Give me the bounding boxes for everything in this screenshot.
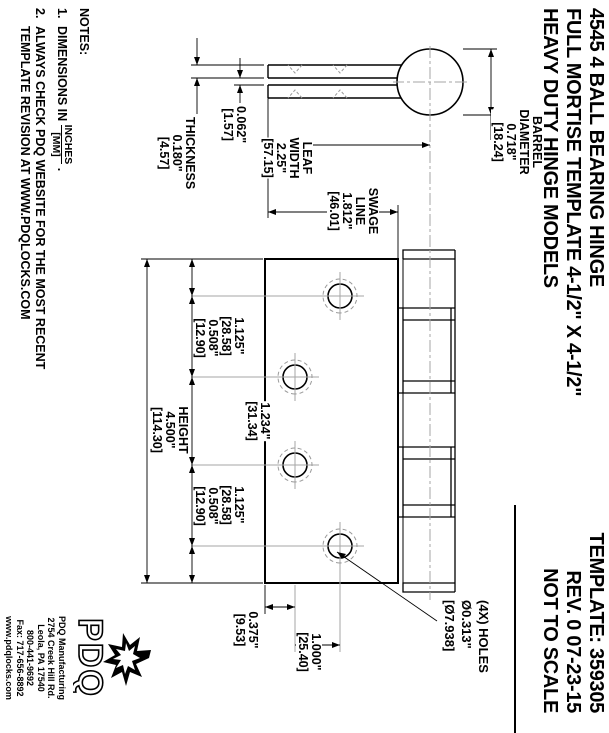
manufacturer-block: PDQ PDQ Manufacturing 2754 Creek Hill Rd… — [4, 584, 151, 732]
hinge-edge-view — [267, 48, 464, 116]
knuckle-strip — [398, 249, 456, 593]
notes-block: NOTES: 1.DIMENSIONS IN INCHES[MM] . 2.AL… — [17, 8, 91, 369]
dim-chain-1234: 1.234" [31.34] — [245, 401, 272, 441]
hole-center-horizontals — [294, 272, 341, 652]
note-2-line-1: 2.ALWAYS CHECK PDQ WEBSITE FOR THE MOST … — [33, 8, 47, 370]
countersink-circles — [277, 278, 358, 564]
dim-knuckle-gap: 0.062" [1.57] — [221, 106, 248, 144]
address-line: Leola, PA 17540 — [36, 624, 46, 692]
address-line: PDQ Manufacturing — [57, 615, 67, 700]
dim-chain-1125-a: 1.125" [28.58] — [219, 316, 246, 356]
pdq-logo-star — [103, 633, 151, 686]
notes-heading: NOTES: — [77, 8, 91, 56]
address-line: Fax: 717-656-8892 — [15, 619, 25, 697]
holes-callout: (4X) HOLES Ø0.313" [Ø7.938] — [442, 600, 491, 673]
dim-height: HEIGHT 4.500" [114.30] — [150, 406, 190, 454]
note-1: 1.DIMENSIONS IN INCHES[MM] . — [50, 8, 74, 172]
dim-edge-to-hole: 0.375" [9.53] — [233, 611, 260, 649]
address-line: 2754 Creek Hill Rd. — [46, 617, 57, 699]
title-line-1: 4545 4 BALL BEARING HINGE — [585, 8, 607, 287]
title-block: TEMPLATE: 359305 REV. 0 07-23-15 NOT TO … — [538, 533, 607, 713]
scale-note: NOT TO SCALE — [539, 568, 561, 713]
dim-thickness: THICKNESS 0.180" [4.57] — [157, 117, 197, 190]
dim-chain-0508-a: 0.508" [12.90] — [193, 318, 220, 358]
pdq-logo: PDQ — [70, 617, 151, 699]
dim-swage-line: SWAGE LINE 1.812" [46.01] — [327, 187, 380, 235]
leaf-outline — [264, 258, 399, 584]
holes-leader-line — [336, 551, 438, 622]
title-line-3: HEAVY DUTY HINGE MODELS — [539, 8, 561, 288]
address-line: www.pdqlocks.com — [4, 616, 15, 700]
template-number: TEMPLATE: 359305 — [585, 532, 607, 713]
note-2-line-2: TEMPLATE REVISION AT WWW.PDQLOCKS.COM — [18, 26, 32, 320]
dim-chain-1125-b: 1.125" [28.58] — [219, 485, 246, 525]
address-line: 800-441-9692 — [25, 629, 36, 687]
pdq-logo-text: PDQ — [73, 618, 109, 698]
centerlines — [191, 46, 467, 652]
revision: REV. 0 07-23-15 — [562, 570, 584, 713]
drawing-title: 4545 4 BALL BEARING HINGE FULL MORTISE T… — [538, 8, 607, 396]
dim-hole-to-hole: 1.000" [25.40] — [296, 632, 323, 672]
hinge-face-view — [264, 249, 456, 593]
inches-mm-stack: INCHES[MM] — [50, 124, 74, 165]
hole-center-verticals — [191, 295, 364, 547]
title-line-2: FULL MORTISE TEMPLATE 4-1/2" X 4-1/2" — [562, 8, 584, 397]
dim-leaf-width: LEAF WIDTH 2.25" [57.15] — [261, 137, 314, 179]
dim-barrel-diameter: BARREL DIAMETER 0.718" [18.24] — [491, 109, 544, 175]
dim-chain-0508-b: 0.508" [12.90] — [193, 486, 220, 526]
hidden-countersink-lines — [287, 64, 348, 99]
manufacturer-address: PDQ Manufacturing 2754 Creek Hill Rd. Le… — [4, 584, 68, 732]
